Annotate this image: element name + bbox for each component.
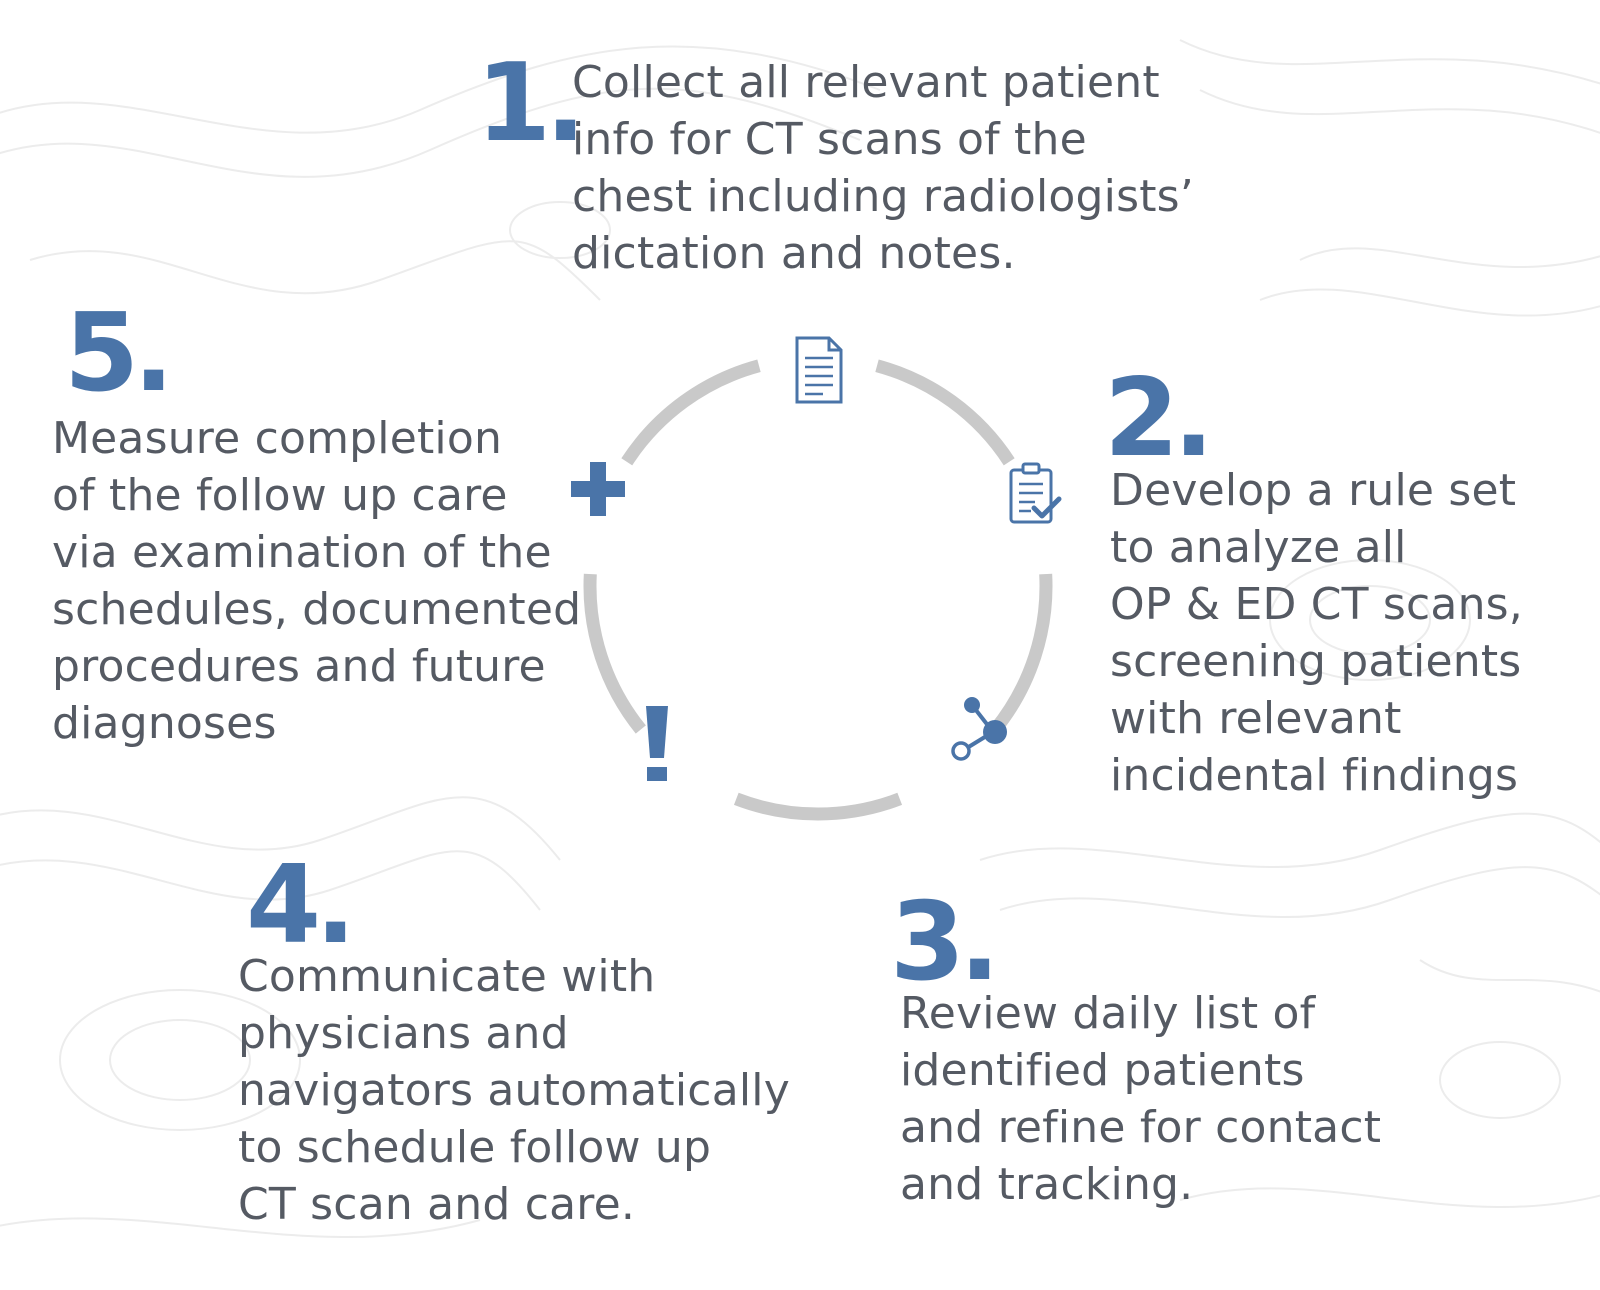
medical-plus-icon — [571, 462, 625, 516]
step-5-text: Measure completion of the follow up care… — [52, 410, 581, 752]
step-3-number: 3. — [890, 880, 1000, 1005]
step-5-line: procedures and future — [52, 641, 546, 692]
step-4-line: navigators automatically — [238, 1065, 790, 1116]
step-3-text: Review daily list of identified patients… — [900, 985, 1381, 1213]
step-2-line: incidental findings — [1110, 750, 1519, 801]
document-icon — [795, 336, 843, 404]
step-5-line: of the follow up care — [52, 470, 508, 521]
step-3-line: and tracking. — [900, 1159, 1194, 1210]
clipboard-check-icon — [1009, 462, 1062, 524]
step-3-line: identified patients — [900, 1045, 1305, 1096]
step-4-line: to schedule follow up — [238, 1122, 712, 1173]
ring-segment — [621, 359, 761, 466]
ring-segment — [583, 573, 646, 734]
exclamation-icon — [646, 706, 668, 781]
step-3-line: Review daily list of — [900, 988, 1316, 1039]
ring-segment — [733, 792, 903, 821]
ring-segment — [990, 573, 1053, 734]
step-2-line: Develop a rule set — [1110, 465, 1517, 516]
share-nodes-icon — [951, 697, 1007, 761]
step-5-line: diagnoses — [52, 698, 277, 749]
step-2-number: 2. — [1104, 356, 1214, 481]
step-1-line: chest including radiologists’ — [572, 171, 1194, 222]
step-4-number: 4. — [246, 843, 356, 968]
step-2-text: Develop a rule set to analyze all OP & E… — [1110, 462, 1523, 804]
step-5-number: 5. — [64, 291, 174, 416]
step-4-line: physicians and — [238, 1008, 569, 1059]
step-2-line: OP & ED CT scans, — [1110, 579, 1523, 630]
step-5-line: schedules, documented — [52, 584, 582, 635]
step-1-line: Collect all relevant patient — [572, 57, 1160, 108]
step-4-text: Communicate with physicians and navigato… — [238, 948, 790, 1233]
step-4-line: Communicate with — [238, 951, 656, 1002]
step-1-line: dictation and notes. — [572, 228, 1016, 279]
step-3-line: and refine for contact — [900, 1102, 1382, 1153]
ring-segment — [875, 359, 1015, 466]
step-2-line: with relevant — [1110, 693, 1402, 744]
step-2-line: to analyze all — [1110, 522, 1407, 573]
step-4-line: CT scan and care. — [238, 1179, 636, 1230]
step-2-line: screening patients — [1110, 636, 1522, 687]
step-1-number: 1. — [476, 41, 586, 166]
step-5-line: via examination of the — [52, 527, 552, 578]
step-5-line: Measure completion — [52, 413, 503, 464]
step-1-line: info for CT scans of the — [572, 114, 1087, 165]
step-1-text: Collect all relevant patient info for CT… — [572, 54, 1194, 282]
